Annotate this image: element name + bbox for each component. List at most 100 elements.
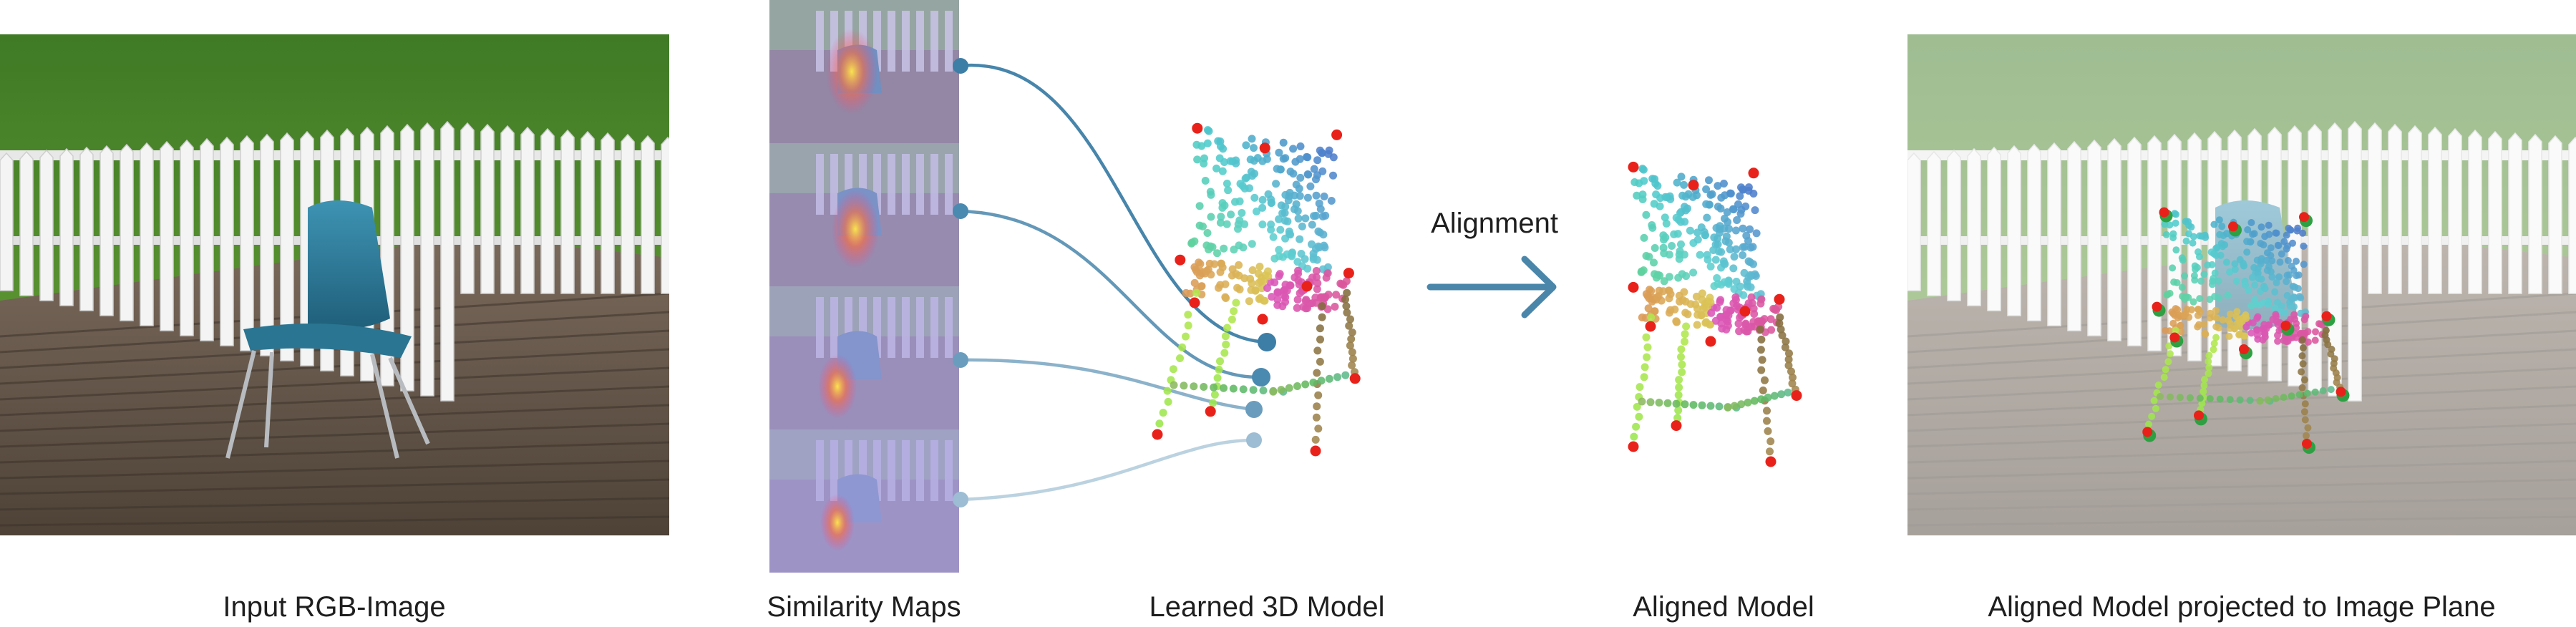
point-cloud-point (1190, 382, 1198, 391)
point-cloud-point (1722, 306, 1731, 314)
point-cloud-point (2250, 230, 2258, 238)
point-cloud-point (2216, 230, 2224, 238)
point-cloud-point (1216, 268, 1225, 276)
point-cloud-point (1253, 208, 1260, 215)
point-cloud-point (1716, 222, 1724, 230)
point-cloud-point (1192, 288, 1200, 297)
point-cloud-point (1770, 392, 1779, 400)
point-cloud-point (1332, 291, 1341, 299)
point-cloud-point (1231, 198, 1239, 206)
connector-dot-4b (1246, 432, 1262, 448)
point-cloud-point (2257, 255, 2265, 263)
point-cloud-point (1224, 186, 1233, 195)
point-cloud-point (1729, 205, 1737, 213)
point-cloud-point (1651, 180, 1660, 188)
point-cloud-point (2257, 240, 2265, 248)
connector-dot-3a (953, 352, 968, 368)
point-cloud-point (2150, 397, 2158, 404)
point-cloud-point (1319, 230, 1328, 239)
point-cloud-point (2293, 324, 2300, 331)
point-cloud-point (1190, 237, 1199, 246)
point-cloud-point (1250, 144, 1258, 152)
point-cloud-point (2196, 394, 2204, 402)
point-cloud-point (1308, 240, 1316, 248)
point-cloud-point (1693, 235, 1702, 244)
point-cloud-point (1701, 319, 1710, 327)
point-cloud-point (1709, 246, 1718, 254)
point-cloud-point (1313, 369, 1321, 377)
point-cloud-point (1726, 246, 1734, 253)
point-cloud-point (2197, 277, 2205, 285)
point-cloud-point (1190, 278, 1199, 287)
point-cloud-point (1341, 371, 1350, 379)
point-cloud-point (1293, 296, 1302, 304)
point-cloud-point (2173, 279, 2181, 286)
point-cloud-point (1682, 322, 1691, 331)
keypoint-red (2194, 410, 2204, 421)
point-cloud-point (1223, 220, 1231, 228)
point-cloud-point (1202, 267, 1211, 275)
keypoint-red (1310, 445, 1321, 457)
point-cloud-point (1205, 246, 1212, 253)
point-cloud-point (1663, 399, 1672, 407)
keypoint-red (1774, 293, 1785, 305)
point-cloud-point (1205, 127, 1213, 135)
point-cloud-point (2299, 360, 2307, 368)
point-cloud-point (2280, 336, 2288, 344)
point-cloud-point (1698, 289, 1706, 298)
point-cloud-point (1675, 251, 1683, 259)
point-cloud-point (1665, 294, 1673, 303)
point-cloud-point (1313, 279, 1322, 288)
point-cloud-point (2171, 311, 2179, 319)
point-cloud-point (2206, 395, 2214, 402)
point-cloud-point (1782, 337, 1790, 346)
point-cloud-point (1248, 240, 1256, 248)
point-cloud-point (2231, 260, 2239, 268)
point-cloud-point (2200, 320, 2208, 328)
point-cloud-point (2276, 258, 2284, 266)
point-cloud-point (1702, 200, 1711, 208)
point-cloud-point (1715, 402, 1724, 411)
point-cloud-point (2210, 250, 2217, 258)
point-cloud-point (1248, 266, 1257, 274)
point-cloud-point (1280, 216, 1289, 225)
point-cloud-point (1318, 302, 1326, 311)
keypoint-red (1739, 306, 1751, 317)
point-cloud-point (1714, 240, 1722, 248)
point-cloud-point (1744, 187, 1753, 195)
point-cloud-point (1220, 244, 1228, 253)
point-cloud-point (2248, 273, 2256, 281)
point-cloud-point (1683, 310, 1692, 319)
point-cloud-point (1255, 295, 1263, 303)
point-cloud-point (1276, 225, 1285, 234)
point-cloud-point (2242, 323, 2250, 331)
point-cloud-point (1249, 386, 1258, 394)
point-cloud-point (1668, 242, 1676, 250)
point-cloud-point (1227, 210, 1235, 219)
point-cloud-point (2172, 210, 2179, 218)
point-cloud-point (1201, 177, 1210, 185)
point-cloud-point (2209, 277, 2217, 285)
point-cloud-point (1319, 293, 1328, 301)
point-cloud-point (1327, 197, 1336, 205)
point-cloud-point (2271, 288, 2279, 296)
point-cloud-point (1301, 380, 1310, 389)
point-cloud-point (1182, 332, 1190, 341)
point-cloud-point (1234, 220, 1243, 228)
point-cloud-point (1661, 213, 1669, 222)
point-cloud-point (1345, 321, 1353, 330)
point-cloud-point (1699, 304, 1708, 313)
point-cloud-point (1230, 246, 1238, 254)
point-cloud-point (1210, 390, 1219, 399)
point-cloud-point (2280, 394, 2288, 402)
point-cloud-point (1316, 357, 1324, 366)
point-cloud-point (1221, 332, 1230, 341)
point-cloud-point (1254, 269, 1263, 278)
point-cloud-point (1736, 282, 1744, 291)
point-cloud-point (1203, 229, 1212, 237)
point-cloud-point (1192, 268, 1201, 276)
point-cloud-point (1652, 273, 1661, 282)
keypoint-red (2299, 212, 2309, 223)
point-cloud-point (1749, 243, 1757, 251)
